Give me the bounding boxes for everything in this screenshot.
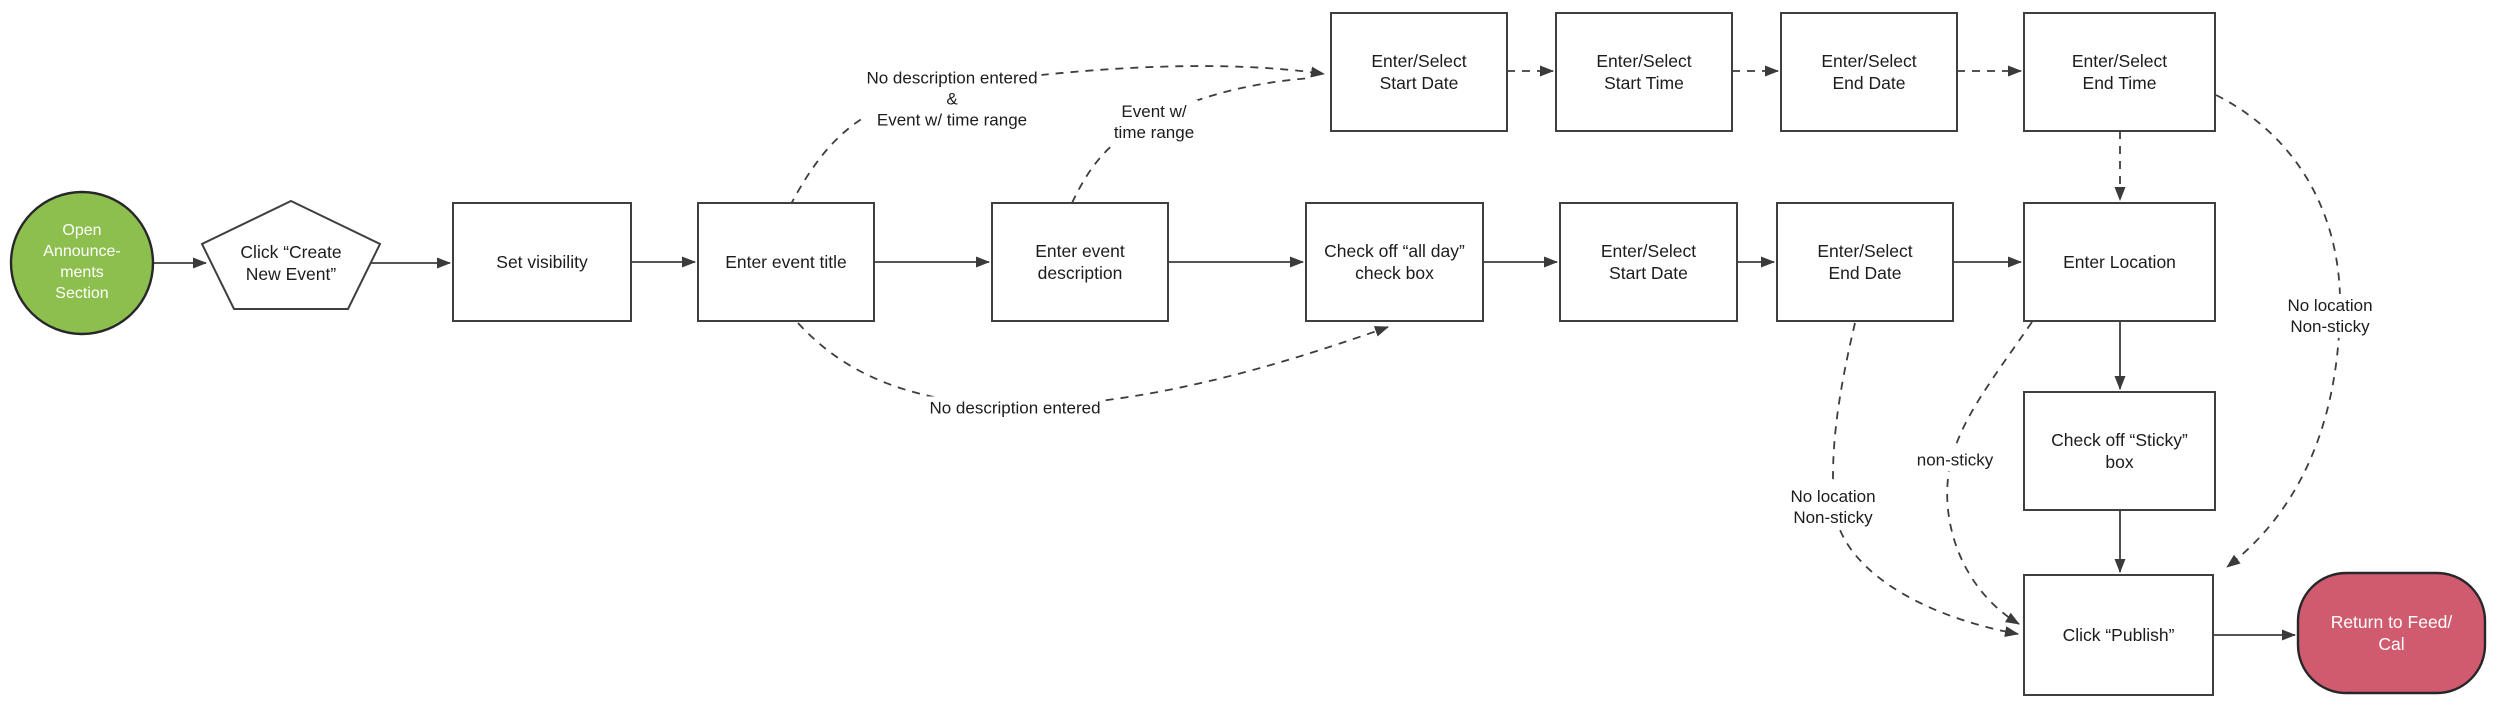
curve-topendtime-to-publish: [2215, 94, 2341, 568]
node-top-start-date-shape: [1330, 12, 1508, 132]
node-mid-end-date-shape: [1776, 202, 1954, 322]
node-check-sticky-shape: [2023, 391, 2216, 511]
curve-title-to-topstartdate: [789, 65, 1325, 207]
node-enter-title-shape: [697, 202, 875, 322]
curve-title-to-allday: [797, 322, 1389, 407]
node-check-all-day-shape: [1305, 202, 1484, 322]
node-top-end-date-shape: [1780, 12, 1958, 132]
node-create-event-shape: [200, 199, 382, 310]
node-top-end-time-shape: [2023, 12, 2216, 132]
node-enter-description-shape: [991, 202, 1169, 322]
node-set-visibility-shape: [452, 202, 632, 322]
node-top-start-time-shape: [1555, 12, 1733, 132]
curve-midenddate-to-publish: [1832, 322, 2019, 638]
node-end-shape: [2296, 571, 2487, 695]
node-start-shape: [9, 190, 155, 336]
node-click-publish-shape: [2023, 574, 2214, 696]
edges-layer: [153, 65, 2341, 641]
node-enter-location-shape: [2023, 202, 2216, 322]
curve-description-to-topstartdate: [1071, 77, 1313, 204]
nodes-layer: [9, 12, 2487, 696]
node-mid-start-date-shape: [1559, 202, 1738, 322]
curve-location-to-publish: [1946, 321, 2033, 625]
